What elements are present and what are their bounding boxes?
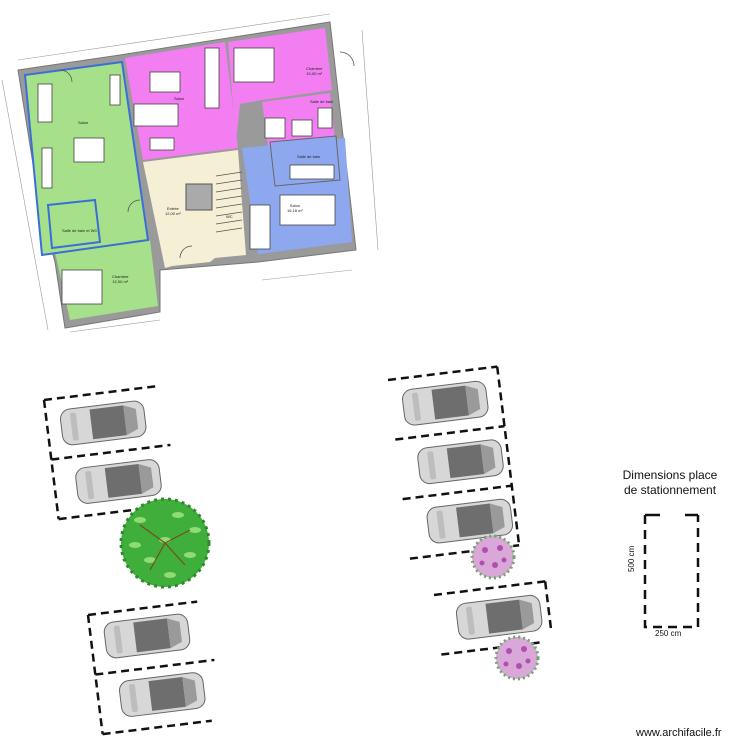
room-sdb-wc — [46, 198, 102, 250]
flower-bush-icon — [470, 534, 516, 580]
watermark: www.archifacile.fr — [636, 727, 722, 739]
car-icon — [117, 671, 207, 719]
parking-dimensions-title: Dimensions place de stationnement — [622, 468, 718, 497]
car-icon — [58, 399, 148, 447]
car-icon — [454, 593, 544, 641]
room-label: WC — [226, 214, 233, 219]
room-label: Salle de bain — [310, 99, 334, 104]
tree-icon — [119, 497, 211, 589]
parking-left — [42, 385, 215, 736]
room-label: Salon — [174, 96, 185, 101]
room-label: Salon — [78, 120, 89, 125]
room-label: Salle de bain et WC — [62, 228, 98, 233]
dimension-length-label: 500 cm — [627, 545, 636, 572]
flower-bush-icon — [494, 635, 540, 681]
room-salon-pink — [125, 42, 238, 160]
car-icon — [102, 612, 192, 660]
dimension-width-label: 250 cm — [655, 629, 682, 638]
floor-plan — [1, 13, 379, 333]
parking-dimension-slot — [643, 513, 700, 629]
car-icon — [400, 379, 490, 427]
car-icon — [74, 458, 163, 506]
car-icon — [416, 438, 505, 486]
room-label: Salle de bain — [297, 154, 321, 159]
parking-right — [387, 365, 553, 681]
